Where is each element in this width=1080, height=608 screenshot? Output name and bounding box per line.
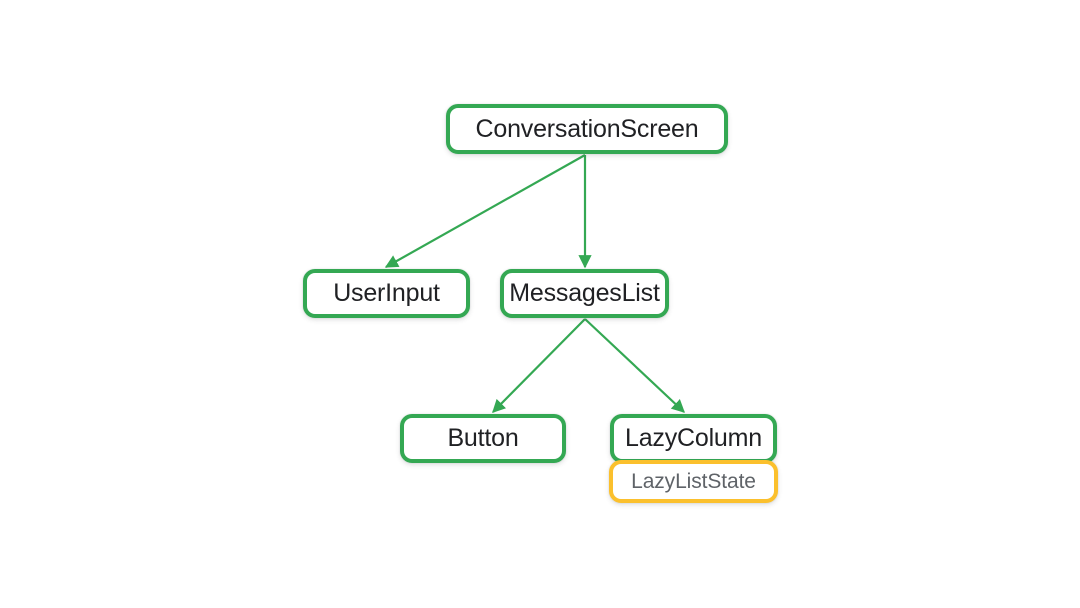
node-lazycolumn[interactable]: LazyColumn (610, 414, 777, 463)
edge-messageslist-button (492, 318, 586, 413)
edge-messageslist-lazycolumn (584, 318, 685, 413)
node-conversationscreen-label: ConversationScreen (475, 114, 699, 143)
node-lazyliststate-label: LazyListState (631, 469, 756, 493)
node-messageslist[interactable]: MessagesList (500, 269, 669, 318)
node-lazyliststate[interactable]: LazyListState (609, 460, 778, 503)
node-conversationscreen[interactable]: ConversationScreen (446, 104, 728, 154)
node-button[interactable]: Button (400, 414, 566, 463)
node-button-label: Button (447, 424, 519, 452)
node-userinput-label: UserInput (333, 279, 440, 307)
node-messageslist-label: MessagesList (509, 279, 660, 307)
edge-conversationscreen-userinput (384, 154, 586, 268)
node-userinput[interactable]: UserInput (303, 269, 470, 318)
node-lazycolumn-label: LazyColumn (625, 424, 762, 452)
